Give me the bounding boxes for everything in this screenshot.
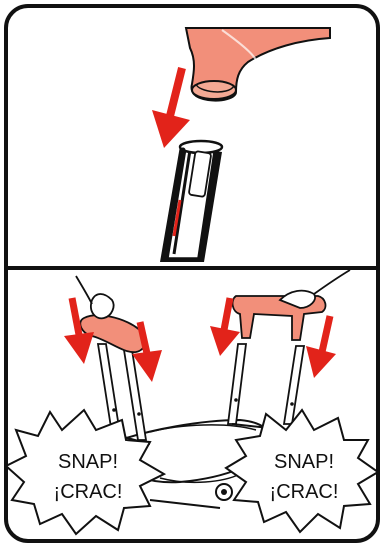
callout-right-line1: SNAP! [274, 451, 334, 473]
insert-arrow [152, 67, 190, 148]
callout-left-line2: ¡CRAC! [54, 481, 123, 503]
top-panel [152, 27, 331, 262]
handle-cap [184, 27, 331, 102]
right-handle [231, 269, 351, 341]
stroller-tube [160, 139, 224, 262]
left-arrows [64, 297, 162, 382]
right-arrows [210, 297, 336, 378]
outer-frame [4, 4, 380, 543]
callout-left-line1: SNAP! [58, 451, 118, 473]
bottom-panel: SNAP! ¡CRAC! SNAP! ¡CRAC! [4, 269, 380, 536]
snap-callout-right: SNAP! ¡CRAC! [224, 408, 380, 534]
left-handle [75, 275, 147, 353]
snap-callout-left: SNAP! ¡CRAC! [4, 408, 167, 536]
callout-right-line2: ¡CRAC! [270, 481, 339, 503]
